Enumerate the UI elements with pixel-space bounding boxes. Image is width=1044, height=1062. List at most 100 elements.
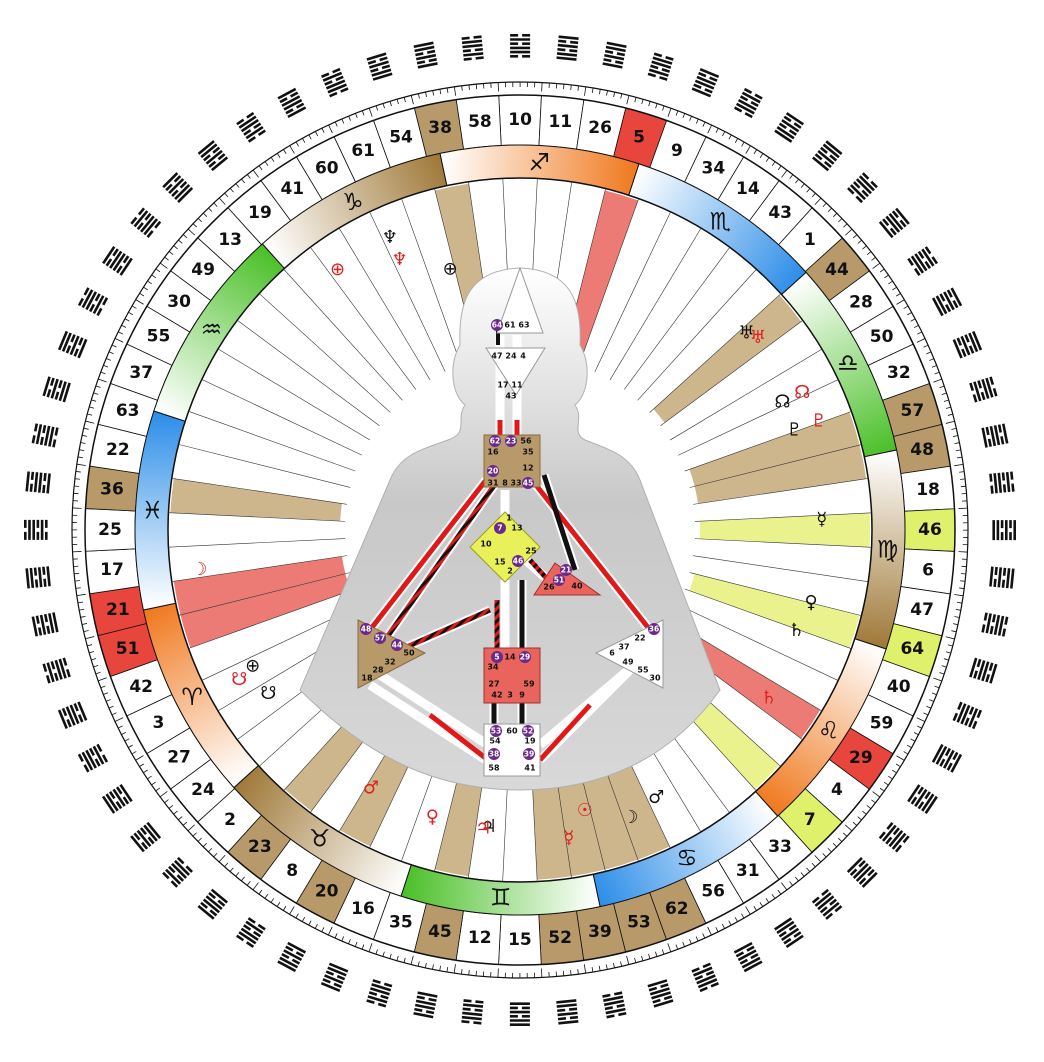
- zodiac-sign: ♉: [309, 825, 331, 853]
- planet-glyph: ♅: [750, 327, 766, 348]
- gate-number: 45: [428, 922, 452, 942]
- gate-number: 10: [508, 110, 532, 130]
- center-gate-number: 52: [523, 727, 533, 736]
- zodiac-sign: ♑: [342, 188, 364, 216]
- defined-gate-marker: [391, 639, 403, 651]
- zodiac-sign: ♐: [529, 149, 551, 177]
- zodiac-sign: ♋: [676, 844, 698, 872]
- center-gate-number: 10: [480, 540, 492, 549]
- center-gate-number: 19: [524, 737, 536, 746]
- hexagram-symbol: [989, 471, 1015, 494]
- planet-glyph: ⊕: [245, 656, 260, 677]
- hexagram-symbol: [130, 821, 162, 853]
- hexagram-symbol: [101, 784, 133, 814]
- center-gate-number: 61: [504, 321, 516, 330]
- gate-number: 51: [116, 639, 140, 659]
- gate-number: 4: [831, 780, 843, 800]
- hexagram-symbol: [321, 67, 349, 98]
- center-gate-number: 50: [403, 649, 415, 658]
- gate-number: 44: [825, 260, 849, 280]
- gate-number: 7: [804, 810, 816, 830]
- hexagram-symbol: [691, 67, 720, 98]
- gate-number: 30: [167, 292, 191, 312]
- hexagram-symbol: [31, 612, 59, 637]
- planet-glyph: ☊: [794, 382, 810, 403]
- gate-number: 62: [665, 899, 689, 919]
- hexagram-symbol: [952, 701, 983, 730]
- planet-glyph: ☋: [260, 683, 276, 704]
- hexagram-symbol: [57, 701, 88, 729]
- gate-ray: [170, 478, 342, 522]
- hexagram-symbol: [31, 423, 59, 448]
- center-gate-number: 4: [520, 352, 526, 361]
- heart-center: [533, 562, 602, 596]
- center-gate-number: 34: [487, 663, 499, 672]
- gate-number: 55: [147, 327, 171, 347]
- center-gate-number: 47: [491, 352, 502, 361]
- gate-number: 37: [129, 363, 153, 383]
- defined-gate-marker: [553, 574, 565, 586]
- center-gate-number: 41: [524, 764, 536, 773]
- hexagram-symbol: [102, 246, 133, 276]
- gate-number: 6: [922, 560, 934, 580]
- gate-number: 63: [116, 401, 140, 421]
- gate-number: 35: [389, 912, 413, 932]
- hexagram-symbol: [77, 287, 109, 317]
- planet-glyph: ☽: [191, 559, 207, 580]
- gate-number: 58: [468, 112, 492, 132]
- gate-number: 13: [218, 230, 242, 250]
- gate-number: 34: [702, 158, 726, 178]
- center-gate-number: 27: [488, 680, 499, 689]
- center-gate-number: 32: [384, 658, 395, 667]
- planet-glyph: ♇: [786, 420, 802, 441]
- gate-number: 32: [887, 363, 911, 383]
- center-gate-number: 37: [618, 643, 629, 652]
- center-gate-number: 58: [488, 764, 500, 773]
- hexagram-symbol: [510, 33, 531, 58]
- center-gate-number: 28: [372, 666, 384, 675]
- center-gate-number: 25: [525, 547, 537, 556]
- hexagram-symbol: [320, 962, 349, 993]
- hexagram-symbol: [509, 1002, 530, 1027]
- hexagram-symbol: [992, 520, 1017, 541]
- planet-glyph: ♂: [363, 778, 379, 799]
- hexagram-symbol: [602, 41, 627, 69]
- hexagram-symbol: [931, 743, 963, 773]
- gate-number: 41: [280, 179, 304, 199]
- hexagram-ring: [23, 33, 1017, 1027]
- zodiac-sign: ♈: [181, 683, 203, 711]
- zodiac-ring: ♐♏♎♍♌♋♊♉♈♓♒♑: [134, 144, 906, 916]
- planet-glyphs: ♆♆♅♅☊☊♇♇⊕☿♀♄♄♂☽☉☿♃♃♀♂☋☋⊕☽⊕: [191, 227, 827, 848]
- planet-glyph: ☊: [774, 391, 790, 412]
- hexagram-symbol: [277, 941, 307, 973]
- gate-number: 39: [588, 922, 612, 942]
- hexagram-symbol: [556, 999, 579, 1025]
- center-gate-number: 6: [609, 649, 615, 658]
- center-gate-number: 5: [494, 653, 499, 662]
- center-gate-number: 30: [649, 674, 661, 683]
- center-gate-number: 64: [492, 321, 502, 330]
- planet-glyph: ⊕: [330, 259, 345, 280]
- tick-ring: [71, 81, 969, 979]
- hexagram-symbol: [130, 207, 162, 238]
- center-gate-number: 36: [649, 625, 659, 634]
- hexagram-symbol: [366, 52, 393, 81]
- hexagram-symbol: [733, 941, 763, 973]
- hexagram-symbol: [57, 330, 88, 359]
- defined-gate-marker: [490, 725, 502, 737]
- center-gate-number: 12: [522, 464, 533, 473]
- gate-number: 19: [248, 203, 272, 223]
- planet-glyph: ☋: [231, 669, 247, 690]
- zodiac-sign: ♌: [818, 716, 840, 744]
- hexagram-symbol: [23, 519, 48, 540]
- hexagram-symbol: [952, 331, 983, 359]
- hexagram-symbol: [969, 657, 998, 684]
- defined-gate-marker: [494, 522, 506, 534]
- gate-number: 15: [508, 930, 532, 950]
- head-center: [496, 266, 544, 334]
- hexagram-symbol: [812, 140, 843, 172]
- center-gate-number: 57: [375, 634, 385, 643]
- gate-number: 54: [389, 128, 413, 148]
